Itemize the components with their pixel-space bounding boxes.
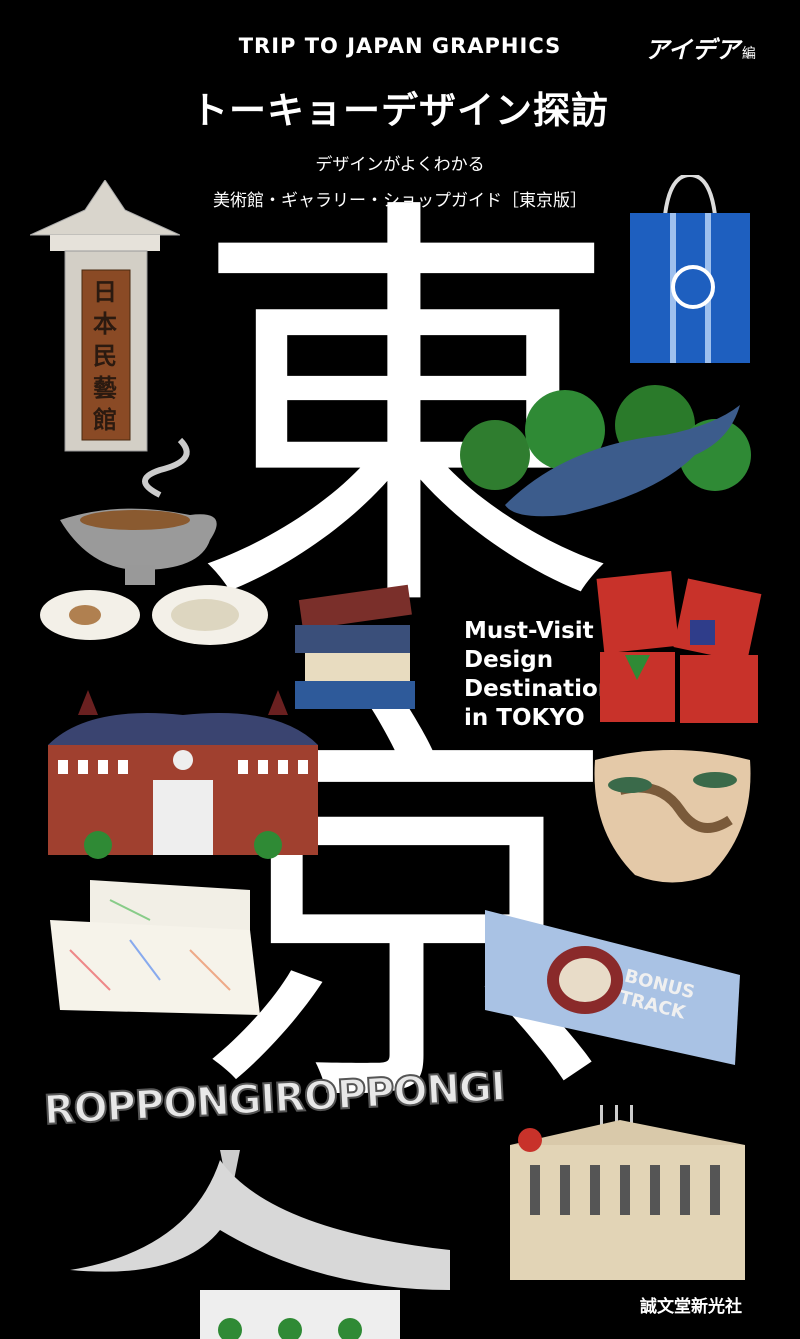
- sign-char: 館: [93, 405, 117, 434]
- books-illustration: [295, 584, 415, 709]
- bonus-track-building-illustration: [485, 910, 740, 1065]
- series-name: TRIP TO JAPAN GRAPHICS: [238, 34, 562, 58]
- whale-illustration: [460, 385, 751, 517]
- subtitle-line-1: デザインがよくわかる: [315, 155, 485, 175]
- plates-illustration: [40, 585, 268, 645]
- subtitle-line-2: 美術館・ギャラリー・ショップガイド［東京版］: [213, 191, 587, 211]
- brand-name: アイデア: [645, 36, 740, 64]
- ceramic-bowl-illustration: [594, 750, 751, 883]
- brand-logo: アイデア編: [645, 30, 756, 65]
- department-store-illustration: [510, 1105, 745, 1280]
- sign-char: 藝: [93, 373, 117, 402]
- mingeikan-sign-text: 日 本 民 藝 館: [83, 276, 127, 436]
- mingeikan-sign-illustration: [30, 180, 180, 452]
- love-sculpture-illustration: [596, 571, 762, 723]
- english-title-line: Design: [464, 647, 554, 673]
- sign-char: 本: [93, 309, 117, 338]
- book-title: トーキョーデザイン探訪: [191, 89, 609, 132]
- sign-char: 民: [93, 341, 117, 370]
- tokyo-station-illustration: [48, 690, 318, 859]
- english-title-line: Must-Visit: [464, 618, 594, 644]
- patterned-sofa-illustration: [50, 880, 260, 1015]
- publisher-name: 誠文堂新光社: [640, 1297, 742, 1317]
- brand-suffix: 編: [741, 46, 756, 62]
- gravy-boat-illustration: [60, 437, 217, 585]
- yoyogi-gymnasium-illustration: [70, 1150, 450, 1339]
- sign-char: 日: [93, 277, 117, 306]
- shopping-bag-illustration: [630, 175, 750, 363]
- english-title-line: in TOKYO: [464, 705, 585, 731]
